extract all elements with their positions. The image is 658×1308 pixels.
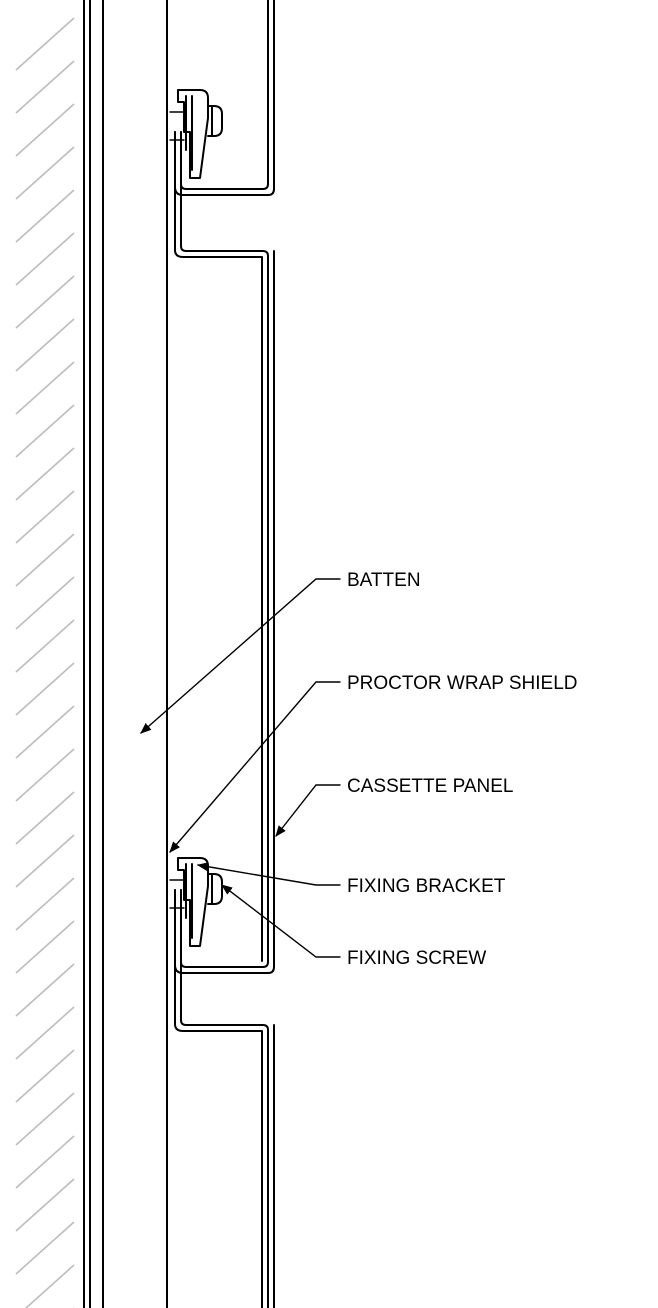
- fixing-bracket-upper: [169, 89, 209, 179]
- hatch-line: [15, 619, 75, 673]
- hatch-line: [15, 17, 75, 71]
- hatch-line: [15, 361, 75, 415]
- hatch-line: [15, 1135, 75, 1189]
- hatch-line: [15, 1006, 75, 1060]
- hatch-line: [15, 490, 75, 544]
- hatch-line: [15, 705, 75, 759]
- hatch-line: [15, 1092, 75, 1146]
- wall-face-lines: [83, 0, 104, 1308]
- hatch-line: [15, 576, 75, 630]
- substrate-wall-hatch: [15, 17, 75, 1308]
- label-batten: BATTEN: [347, 570, 421, 591]
- hatch-line: [15, 189, 75, 243]
- hatch-line: [15, 103, 75, 157]
- hatch-line: [15, 318, 75, 372]
- hatch-line: [15, 662, 75, 716]
- hatch-line: [15, 404, 75, 458]
- leader-fixing-bracket: [196, 862, 341, 886]
- fixing-screw-lower: [207, 873, 223, 905]
- hatch-line: [15, 1221, 75, 1275]
- hatch-line: [15, 1049, 75, 1103]
- hatch-line: [15, 963, 75, 1017]
- fixing-screw-upper: [207, 105, 223, 137]
- hatch-line: [15, 60, 75, 114]
- hatch-line: [15, 834, 75, 888]
- label-fixing-screw: FIXING SCREW: [347, 948, 486, 969]
- hatch-line: [15, 748, 75, 802]
- hatch-line: [15, 1178, 75, 1232]
- hatch-line: [15, 275, 75, 329]
- leader-proctor-wrap-shield: [169, 681, 341, 853]
- label-cassette-panel: CASSETTE PANEL: [347, 776, 513, 797]
- hatch-line: [15, 920, 75, 974]
- leader-cassette-panel: [275, 784, 341, 837]
- hatch-line: [15, 232, 75, 286]
- hatch-line: [15, 533, 75, 587]
- hatch-line: [24, 1264, 75, 1308]
- label-proctor-wrap-shield: PROCTOR WRAP SHIELD: [347, 673, 578, 694]
- cassette-panel: [174, 0, 275, 1308]
- leader-batten: [140, 578, 341, 734]
- hatch-line: [15, 447, 75, 501]
- hatch-line: [15, 877, 75, 931]
- label-fixing-bracket: FIXING BRACKET: [347, 876, 506, 897]
- leader-fixing-screw: [221, 884, 341, 958]
- hatch-line: [15, 791, 75, 845]
- hatch-line: [15, 146, 75, 200]
